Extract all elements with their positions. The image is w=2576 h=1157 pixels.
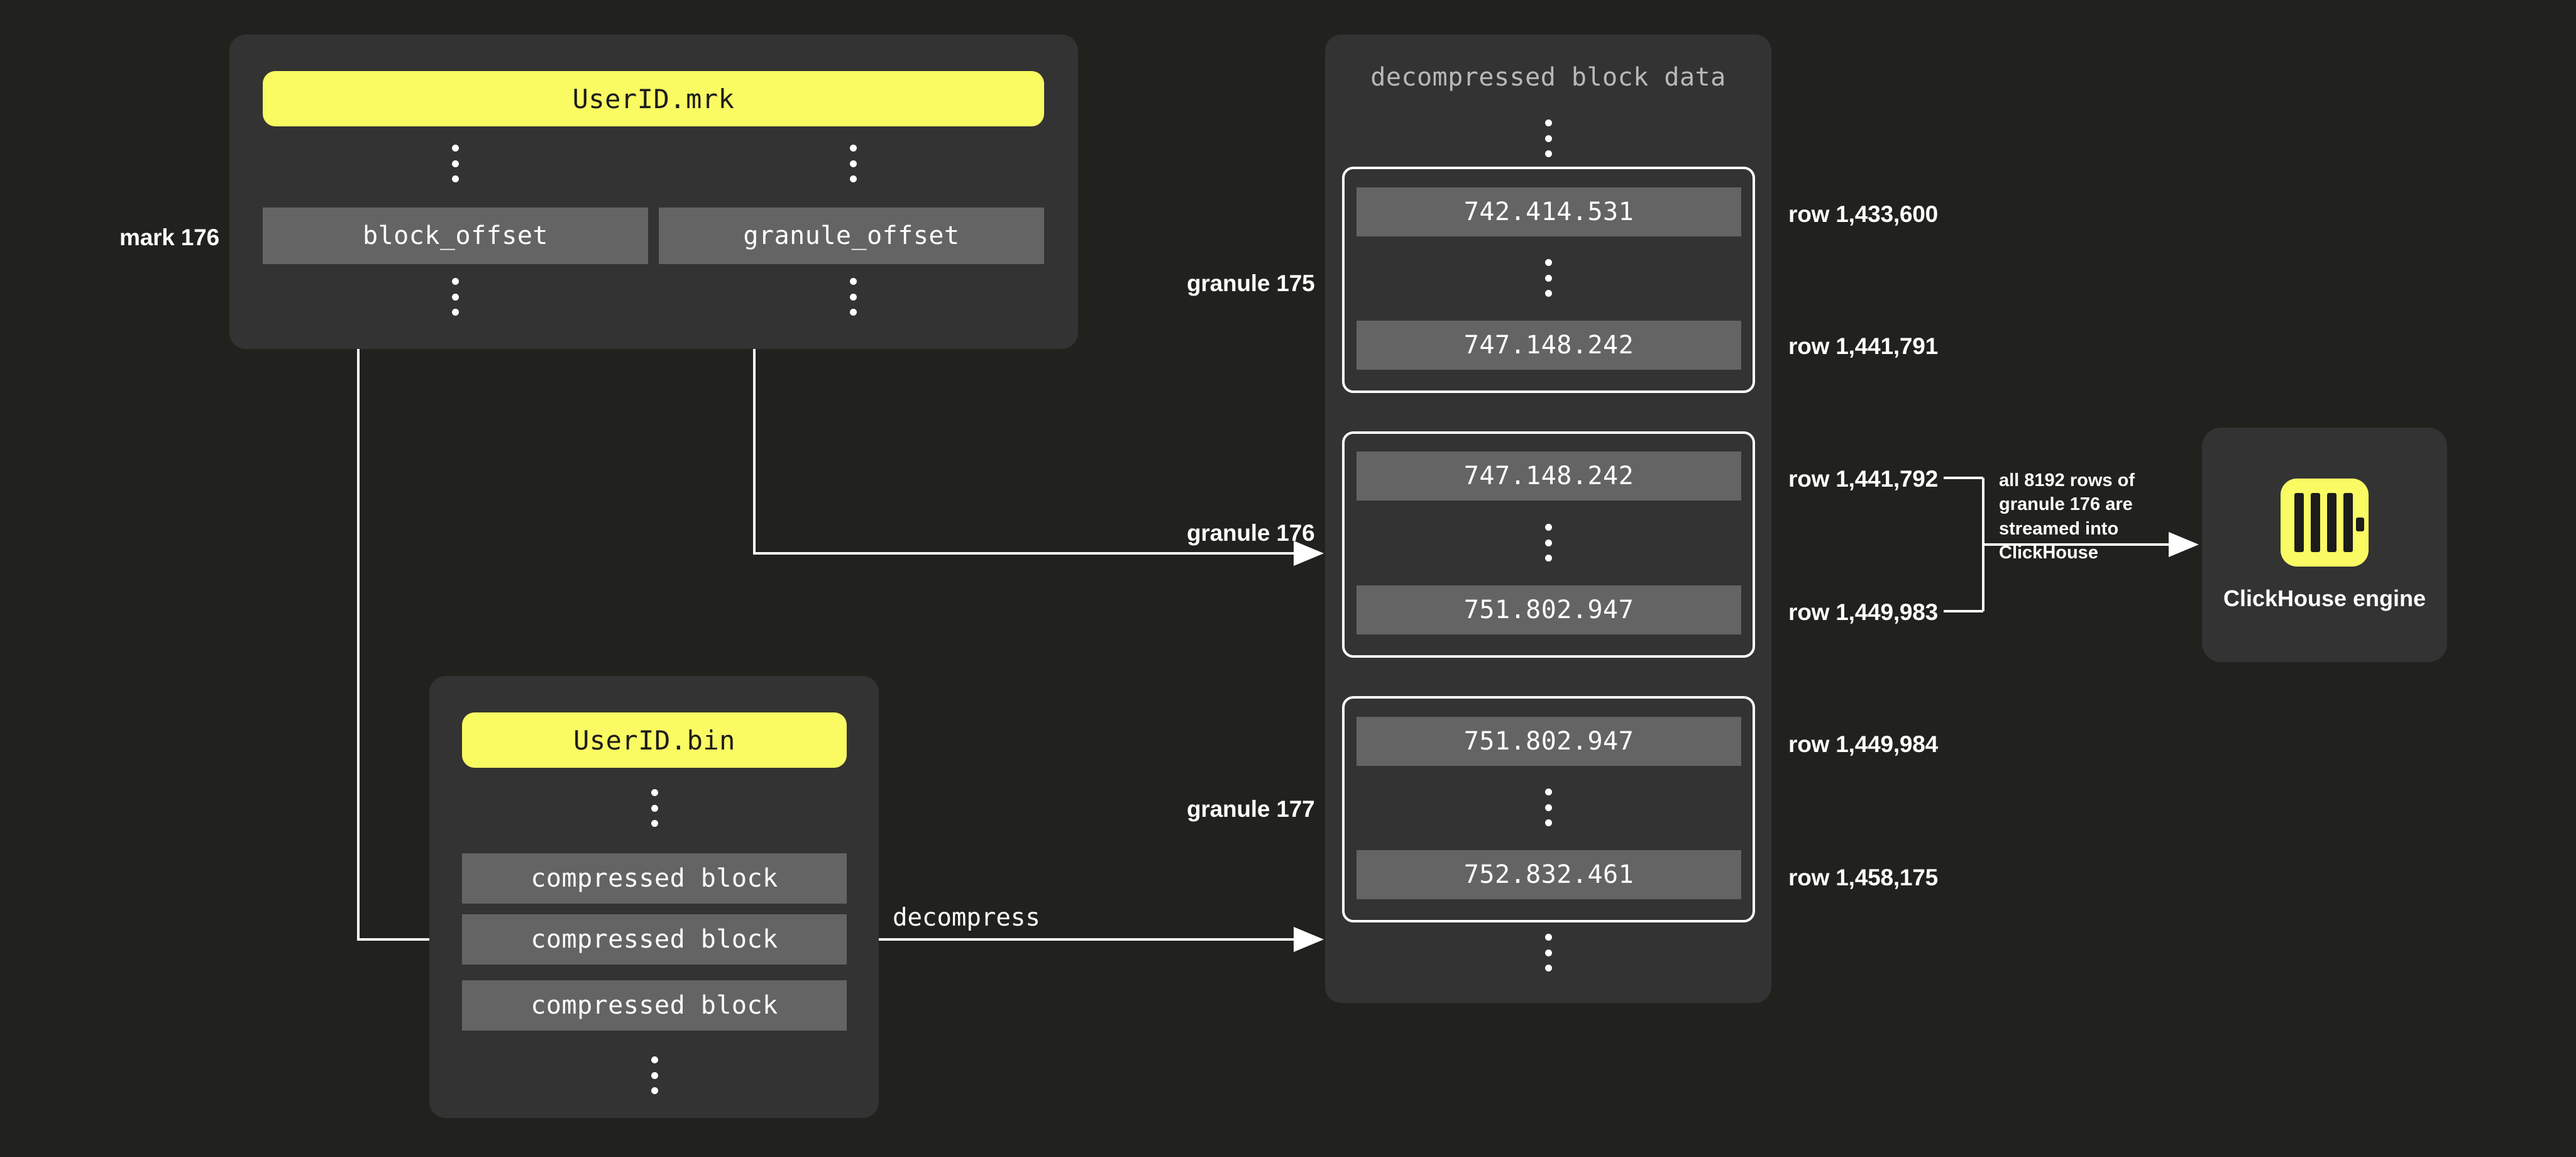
granule-176-ellipsis — [1544, 524, 1553, 562]
bin-ellipsis-top — [650, 789, 659, 827]
decompressed-ellipsis-top — [1544, 119, 1553, 157]
granule-175-last-value[interactable]: 747.148.242 — [1357, 321, 1741, 370]
decompress-label: decompress — [893, 904, 1040, 932]
decompressed-panel-header: decompressed block data — [1370, 63, 1726, 92]
bin-file-chip[interactable]: UserID.bin — [462, 712, 847, 768]
mrk-ellipsis-top-right — [849, 145, 857, 182]
compressed-block-2[interactable]: compressed block — [462, 914, 847, 965]
granule-177-label: granule 177 — [1187, 796, 1315, 822]
stream-note: all 8192 rows of granule 176 are streame… — [1999, 470, 2135, 563]
granule-176-first-value[interactable]: 747.148.242 — [1357, 451, 1741, 501]
granule-176-box — [1342, 431, 1755, 658]
granule-177-last-value[interactable]: 752.832.461 — [1357, 850, 1741, 899]
granule-175-ellipsis — [1544, 259, 1553, 297]
granule-175-last-row-label: row 1,441,791 — [1788, 333, 1939, 359]
granule-176-last-row-label: row 1,449,983 — [1788, 599, 1939, 625]
granule-175-label: granule 175 — [1187, 270, 1315, 296]
compressed-block-3[interactable]: compressed block — [462, 980, 847, 1031]
mark-column-block-offset[interactable]: block_offset — [263, 208, 648, 264]
mark-file-chip[interactable]: UserID.mrk — [263, 71, 1044, 126]
granule-176-first-row-label: row 1,441,792 — [1788, 466, 1939, 492]
granule-175-first-row-label: row 1,433,600 — [1788, 201, 1939, 227]
granule-177-first-row-label: row 1,449,984 — [1788, 731, 1939, 757]
clickhouse-engine-label: ClickHouse engine — [2223, 585, 2426, 611]
granule-177-first-value[interactable]: 751.802.947 — [1357, 717, 1741, 766]
granule-177-box — [1342, 696, 1755, 922]
granule-176-last-value[interactable]: 751.802.947 — [1357, 585, 1741, 634]
mark-176-label: mark 176 — [119, 224, 219, 250]
mark-column-granule-offset[interactable]: granule_offset — [659, 208, 1044, 264]
mrk-ellipsis-top-left — [451, 145, 460, 182]
clickhouse-bars-icon — [2281, 478, 2369, 567]
clickhouse-engine-card[interactable]: ClickHouse engine — [2202, 428, 2447, 662]
granule-175-first-value[interactable]: 742.414.531 — [1357, 187, 1741, 236]
granule-177-ellipsis — [1544, 789, 1553, 826]
granule-177-last-row-label: row 1,458,175 — [1788, 865, 1939, 890]
compressed-block-1[interactable]: compressed block — [462, 853, 847, 904]
bin-ellipsis-bottom — [650, 1056, 659, 1094]
granule-175-box — [1342, 167, 1755, 393]
decompressed-ellipsis-bottom — [1544, 934, 1553, 972]
mrk-ellipsis-bottom-left — [451, 278, 460, 316]
mrk-ellipsis-bottom-right — [849, 278, 857, 316]
granule-176-label: granule 176 — [1187, 520, 1315, 546]
